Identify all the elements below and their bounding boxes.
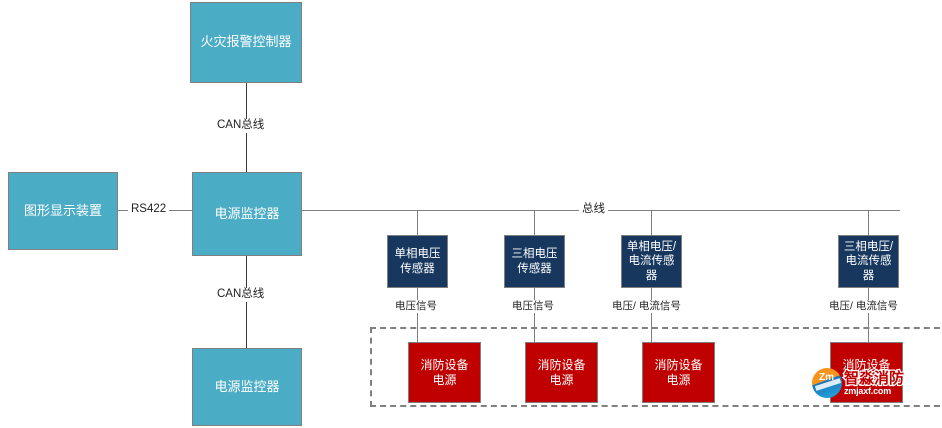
label-main-bus: 总线 (579, 203, 608, 217)
watermark-badge-text: Zm (819, 372, 834, 383)
bus-drop-sensor-1 (417, 210, 418, 235)
label-signal-2: 电压信号 (509, 300, 557, 313)
node-device-power-3[interactable]: 消防设备 电源 (642, 342, 715, 403)
bus-drop-sensor-2 (534, 210, 535, 235)
node-power-monitor-main[interactable]: 电源监控器 (192, 172, 302, 256)
node-device-power-2[interactable]: 消防设备 电源 (525, 342, 598, 403)
node-device-power-4[interactable]: 消防设备 电源 (830, 342, 903, 403)
node-graphic-display[interactable]: 图形显示装置 (8, 172, 118, 250)
connector-monitor-to-monitor2 (246, 256, 247, 348)
node-sensor-single-phase-voltage[interactable]: 单相电压 传感器 (387, 235, 448, 288)
node-sensor-single-phase-voltage-current[interactable]: 单相电压/ 电流传感 器 (621, 235, 682, 288)
label-can-bus-top: CAN总线 (214, 119, 268, 133)
node-device-power-1[interactable]: 消防设备 电源 (408, 342, 481, 403)
bus-drop-sensor-4 (868, 210, 869, 235)
label-can-bus-bottom: CAN总线 (214, 288, 268, 302)
connector-sensor-4-to-power-4 (868, 288, 869, 342)
label-signal-4: 电压/ 电流信号 (826, 300, 901, 313)
node-power-monitor-second[interactable]: 电源监控器 (192, 348, 302, 426)
label-rs422: RS422 (128, 203, 170, 217)
watermark-url: zmjaxf.com (844, 385, 892, 396)
connector-sensor-1-to-power-1 (417, 288, 418, 342)
connector-sensor-2-to-power-2 (534, 288, 535, 342)
device-power-group-frame (370, 327, 942, 407)
label-signal-3: 电压/ 电流信号 (609, 300, 684, 313)
watermark-text-group: 智淼消防 zmjaxf.com (843, 369, 905, 396)
watermark-badge-icon: Zm (812, 368, 842, 398)
node-fire-alarm-controller[interactable]: 火灾报警控制器 (190, 2, 302, 83)
connector-sensor-3-to-power-3 (651, 288, 652, 342)
bus-drop-sensor-3 (651, 210, 652, 235)
watermark-brand: 智淼消防 (843, 369, 905, 387)
node-sensor-three-phase-voltage-current[interactable]: 三相电压/ 电流传感 器 (838, 235, 899, 288)
watermark-logo: Zm 智淼消防 zmjaxf.com (812, 368, 905, 398)
label-signal-1: 电压信号 (392, 300, 440, 313)
node-sensor-three-phase-voltage[interactable]: 三相电压 传感器 (504, 235, 565, 288)
